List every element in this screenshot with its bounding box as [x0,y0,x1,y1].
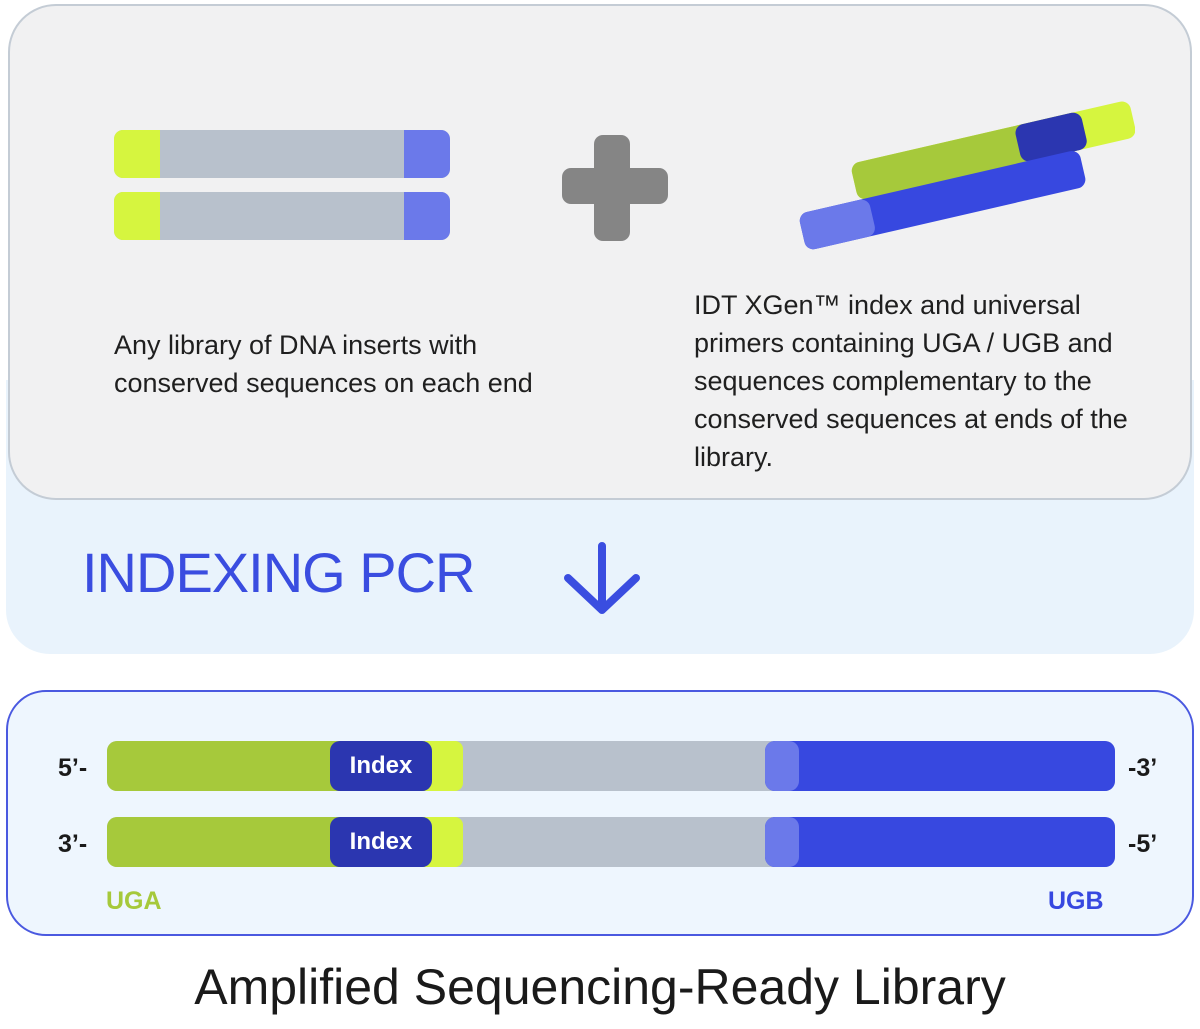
uga-label: UGA [106,887,162,915]
amplified-strand: Index [107,741,1115,791]
conserved-left-segment [114,192,160,240]
index-tag: Index [330,741,432,791]
index-primer [851,101,1135,200]
amplified-library-panel: 5’- Index -3’ 3’- Index -5’ UGA UGB [6,690,1194,936]
primers-illustration [799,101,1135,250]
ugb-segment [765,741,1115,791]
conserved-left-segment [114,130,160,178]
ugb-label: UGB [1048,887,1104,915]
index-tag: Index [330,817,432,867]
amplified-strand: Index [107,817,1115,867]
library-description: Any library of DNA inserts with conserve… [114,330,533,398]
strand2-5prime-label: -5’ [1128,830,1158,858]
conserved-right-segment [404,192,450,240]
universal-primer [799,151,1086,250]
input-panel [8,4,1192,500]
footer-title: Amplified Sequencing-Ready Library [194,959,1006,1015]
primer-description: IDT XGen™ index and universal primers co… [694,290,1128,472]
arrow-down-icon [564,542,640,614]
strand1-3prime-label: -3’ [1128,754,1158,782]
library-insert-bar [114,192,450,240]
strand2-3prime-label: 3’- [58,830,88,858]
plus-icon [562,135,668,241]
indexing-pcr-title: INDEXING PCR [82,541,475,604]
ugb-segment [765,817,1115,867]
library-insert-bar [114,130,450,178]
conserved-right-segment [765,817,799,867]
strand1-5prime-label: 5’- [58,754,88,782]
conserved-right-segment [765,741,799,791]
conserved-right-segment [404,130,450,178]
